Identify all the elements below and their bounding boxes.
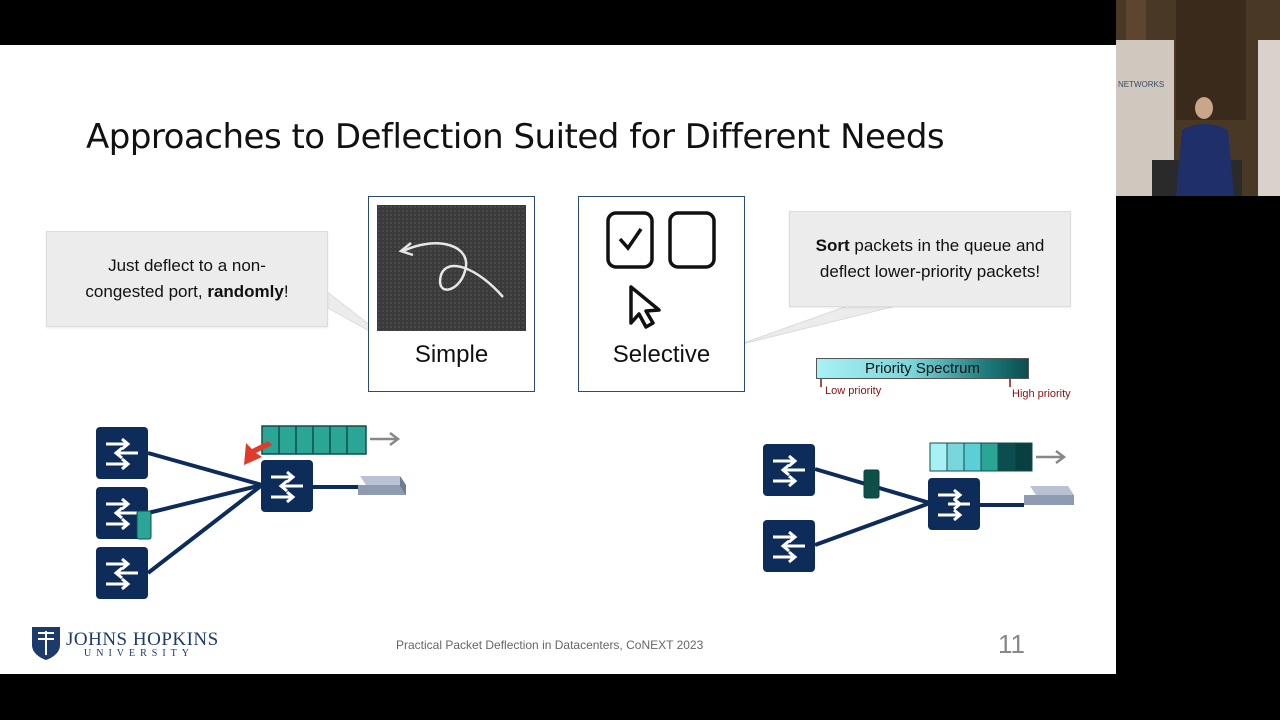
left-network — [96, 425, 406, 599]
queue-arrow-left-icon — [370, 432, 401, 446]
server-left-icon — [358, 476, 406, 495]
jhu-shield-icon — [32, 627, 60, 660]
emphasis-randomly: randomly — [207, 282, 284, 301]
switch-left-center — [261, 460, 313, 512]
random-arrow-image — [377, 205, 526, 331]
deflected-packet — [136, 510, 152, 540]
switch-left-1 — [96, 427, 148, 479]
switch-right-1 — [763, 444, 815, 496]
slide: Approaches to Deflection Suited for Diff… — [0, 45, 1116, 674]
callout-right-line2: deflect lower-priority packets! — [819, 262, 1041, 281]
priority-spectrum-bar: Priority Spectrum — [816, 358, 1029, 379]
switch-left-3 — [96, 547, 148, 599]
callout-random: Just deflect to a non- congested port, r… — [46, 231, 328, 327]
queue-right — [929, 442, 1033, 472]
high-priority-label: High priority — [1012, 388, 1071, 400]
callout-right-line1: Sort packets in the queue and — [815, 236, 1045, 255]
approach-simple-box: Simple — [368, 196, 535, 392]
queue-arrow-right-icon — [1036, 450, 1067, 464]
callout-right-tail — [737, 304, 901, 346]
speaker-video-inset: NETWORKS — [1116, 0, 1280, 196]
deflect-arrow-icon — [244, 441, 272, 465]
slide-title: Approaches to Deflection Suited for Diff… — [86, 117, 945, 157]
callout-left-line2: congested port, randomly! — [85, 282, 289, 301]
right-network — [763, 442, 1074, 572]
speaker-video-frame — [1116, 0, 1280, 196]
approach-selective-box: Selective — [578, 196, 745, 392]
page-number: 11 — [998, 629, 1025, 659]
approach-simple-label: Simple — [414, 341, 489, 368]
low-priority-label: Low priority — [825, 385, 882, 397]
switch-right-center — [928, 478, 980, 530]
checkbox-cursor-icon — [606, 211, 716, 329]
deflected-packet-right — [863, 469, 880, 499]
jhu-logo-line1: JOHNS HOPKINS — [66, 629, 219, 650]
callout-left-line1: Just deflect to a non- — [108, 256, 266, 275]
switch-left-2 — [96, 487, 148, 539]
server-right-icon — [1024, 486, 1074, 505]
emphasis-sort: Sort — [815, 236, 850, 255]
queue-left — [261, 425, 367, 455]
jhu-logo-line2: UNIVERSITY — [84, 648, 194, 659]
video-banner-text: NETWORKS — [1118, 80, 1165, 89]
approach-selective-label: Selective — [612, 341, 711, 368]
random-arrow-icon — [398, 242, 504, 298]
callout-sort: Sort packets in the queue and deflect lo… — [789, 211, 1071, 307]
diagram-canvas — [96, 289, 1074, 599]
footer-citation: Practical Packet Deflection in Datacente… — [396, 638, 704, 652]
switch-right-2 — [763, 520, 815, 572]
